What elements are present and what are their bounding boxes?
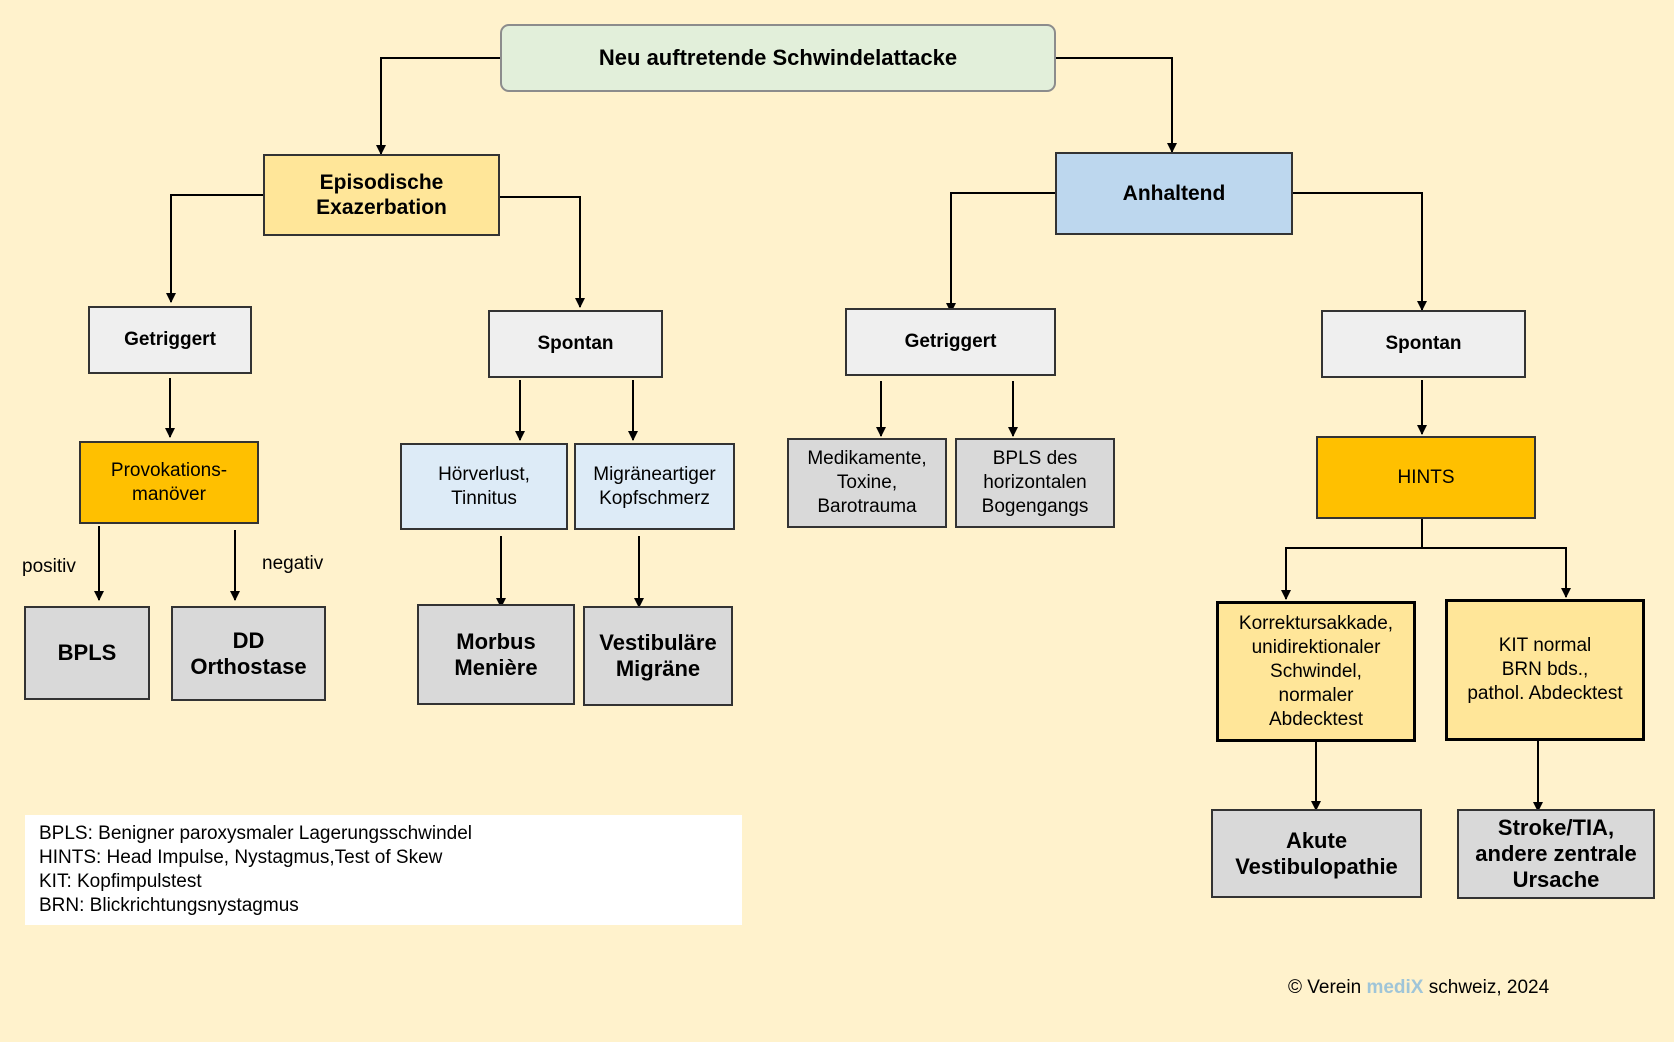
- persistent-spontaneous-node: Spontan: [1321, 310, 1526, 378]
- legend-line: KIT: Kopfimpulstest: [39, 871, 202, 892]
- persistent-triggered-node: Getriggert: [845, 308, 1056, 376]
- copyright-notice: © Verein mediX schweiz, 2024: [1288, 977, 1549, 999]
- hints-test-node: HINTS: [1316, 436, 1536, 519]
- abbreviation-legend: BPLS: Benigner paroxysmaler Lagerungssch…: [25, 815, 742, 925]
- legend-line: HINTS: Head Impulse, Nystagmus,Test of S…: [39, 847, 443, 868]
- edge-episodic-triggered: [166, 194, 263, 303]
- edge-episodic-spontaneous: [498, 196, 585, 308]
- edge-hints-central: [1421, 518, 1571, 598]
- label-positive: positiv: [22, 556, 76, 577]
- provocation-test-node: Provokations- manöver: [79, 441, 259, 524]
- legend-line: BPLS: Benigner paroxysmaler Lagerungssch…: [39, 823, 473, 844]
- label-negative: negativ: [262, 553, 324, 574]
- edge-root-episodic: [376, 57, 500, 155]
- result-orthostase: DD Orthostase: [171, 606, 326, 701]
- result-vestibular-migraine: Vestibuläre Migräne: [583, 606, 733, 706]
- episodic-spontaneous-node: Spontan: [488, 310, 663, 378]
- result-bpls: BPLS: [24, 606, 150, 700]
- finding-peripheral-node: Korrektursakkade, unidirektionaler Schwi…: [1216, 601, 1416, 742]
- copyright-prefix: © Verein: [1288, 977, 1367, 998]
- edge-persistent-triggered: [946, 192, 1055, 313]
- result-stroke-tia: Stroke/TIA, andere zentrale Ursache: [1457, 809, 1655, 899]
- bpls-horizontal-node: BPLS des horizontalen Bogengangs: [955, 438, 1115, 528]
- result-meniere: Morbus Menière: [417, 604, 575, 705]
- hearing-loss-node: Hörverlust, Tinnitus: [400, 443, 568, 530]
- legend-line: BRN: Blickrichtungsnystagmus: [39, 895, 299, 916]
- persistent-node: Anhaltend: [1055, 152, 1293, 235]
- episodic-node: Episodische Exazerbation: [263, 154, 500, 236]
- edge-persistent-spontaneous: [1292, 192, 1427, 311]
- drugs-toxins-node: Medikamente, Toxine, Barotrauma: [787, 438, 947, 528]
- root-node: Neu auftretende Schwindelattacke: [500, 24, 1056, 92]
- episodic-triggered-node: Getriggert: [88, 306, 252, 374]
- result-acute-vestibulopathy: Akute Vestibulopathie: [1211, 809, 1422, 898]
- brand-name: mediX: [1366, 977, 1424, 998]
- migraine-headache-node: Migräneartiger Kopfschmerz: [574, 443, 735, 530]
- edge-root-persistent: [1055, 57, 1177, 153]
- finding-central-node: KIT normal BRN bds., pathol. Abdecktest: [1445, 599, 1645, 741]
- copyright-suffix: schweiz, 2024: [1423, 977, 1550, 998]
- edge-hints-peripheral: [1281, 518, 1423, 600]
